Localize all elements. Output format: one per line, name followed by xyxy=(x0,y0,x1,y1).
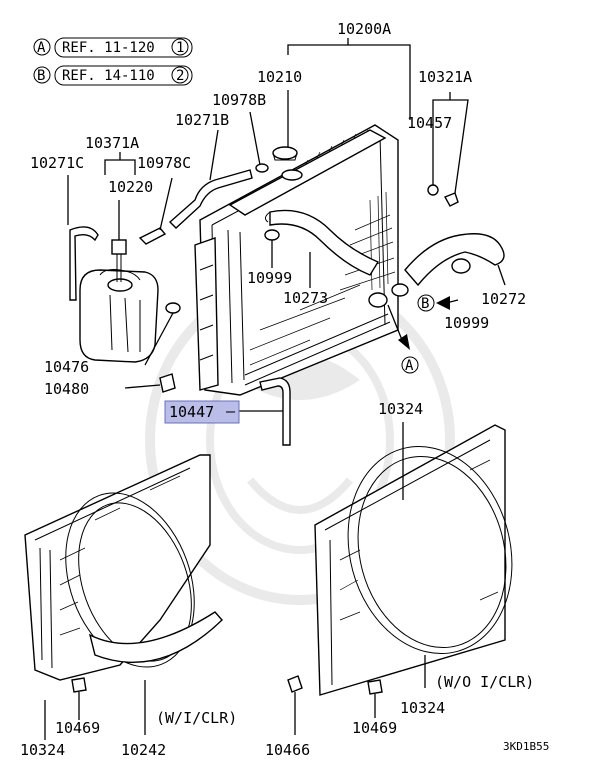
svg-text:1: 1 xyxy=(176,40,184,56)
label-10324-right: 10324 xyxy=(400,699,445,717)
note-without-clr: (W/O I/CLR) xyxy=(435,673,534,691)
overflow-hose-10271b xyxy=(168,111,269,229)
label-10999-lower: 10999 xyxy=(444,314,489,332)
highlight-10447 xyxy=(164,400,240,424)
fan-shroud-without-clr xyxy=(314,422,513,696)
tank-hose-10271c xyxy=(67,175,99,301)
label-10272: 10272 xyxy=(481,290,526,308)
bolt-10476 xyxy=(144,302,181,366)
label-10476: 10476 xyxy=(44,358,89,376)
bolt-10480 xyxy=(124,373,176,393)
ref-b: B REF. 14-110 2 xyxy=(33,65,193,86)
label-10321a: 10321A xyxy=(418,68,472,86)
bolt-10466 xyxy=(287,675,303,735)
hose-clamp-left xyxy=(264,229,280,268)
diagram-code: 3KD1B55 xyxy=(503,740,549,753)
radiator xyxy=(194,124,399,396)
lower-hose xyxy=(391,233,506,297)
leader-10200a xyxy=(287,38,411,120)
label-10200a: 10200A xyxy=(337,20,391,38)
label-10469-left: 10469 xyxy=(55,719,100,737)
svg-text:2: 2 xyxy=(176,68,184,84)
upper-hose xyxy=(264,209,380,288)
note-with-clr: (W/I/CLR) xyxy=(156,709,237,727)
bolt-10469-right xyxy=(367,679,383,718)
svg-text:A: A xyxy=(37,40,46,56)
radiator-cap xyxy=(272,90,298,161)
label-10469-right: 10469 xyxy=(352,719,397,737)
label-10273: 10273 xyxy=(283,289,328,307)
label-10324-top: 10324 xyxy=(378,400,423,418)
label-10466: 10466 xyxy=(265,741,310,759)
fan-shroud-with-clr xyxy=(24,454,223,740)
label-10999-upper: 10999 xyxy=(247,269,292,287)
label-10271b: 10271B xyxy=(175,111,229,129)
label-10447: 10447 xyxy=(169,403,214,421)
svg-text:REF. 14-110: REF. 14-110 xyxy=(62,68,155,84)
svg-text:B: B xyxy=(37,68,45,84)
svg-text:B: B xyxy=(421,296,429,312)
bolt-10469-left xyxy=(71,677,87,720)
leader-10371a xyxy=(104,152,136,175)
svg-text:REF. 11-120: REF. 11-120 xyxy=(62,40,155,56)
label-10480: 10480 xyxy=(44,380,89,398)
label-10457: 10457 xyxy=(407,114,452,132)
label-10271c: 10271C xyxy=(30,154,84,172)
hose-10447 xyxy=(238,377,291,446)
reserve-tank xyxy=(79,200,159,363)
svg-text:A: A xyxy=(405,358,414,374)
clamp-set-10321a xyxy=(427,92,469,207)
label-10210: 10210 xyxy=(257,68,302,86)
svg-text:—: — xyxy=(226,402,236,420)
clip-10978c xyxy=(138,177,173,245)
inlet-arrow-b: B xyxy=(417,294,459,312)
ref-a: A REF. 11-120 1 xyxy=(33,37,193,58)
label-10978c: 10978C xyxy=(137,154,191,172)
label-10324-left: 10324 xyxy=(20,741,65,759)
label-10242: 10242 xyxy=(121,741,166,759)
label-10371a: 10371A xyxy=(85,134,139,152)
label-10978b: 10978B xyxy=(212,91,266,109)
label-10220: 10220 xyxy=(108,178,153,196)
outlet-arrow-a: A xyxy=(368,292,419,374)
